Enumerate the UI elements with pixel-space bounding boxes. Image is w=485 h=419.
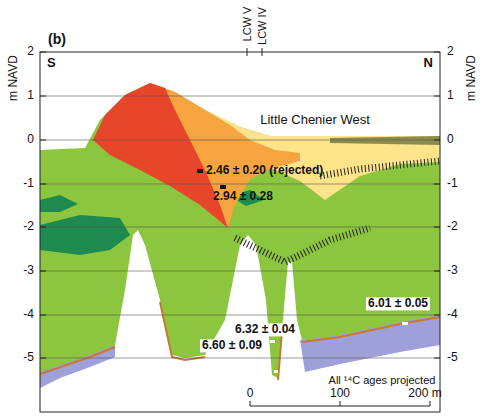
axis-tick-label: 0 <box>447 133 454 146</box>
scale-bar <box>250 401 430 406</box>
marsh-unit <box>40 83 440 378</box>
contact-line <box>40 302 440 380</box>
radiocarbon-age: 6.01 ± 0.05 <box>366 297 430 310</box>
panel-label: (b) <box>48 32 66 47</box>
axis-tick-label: -1 <box>23 177 34 190</box>
radiocarbon-age: 2.46 ± 0.20 (rejected) <box>206 164 323 177</box>
axis-tick-label: -5 <box>447 351 458 364</box>
radiocarbon-age: 6.60 ± 0.09 <box>200 339 264 352</box>
axis-tick-label: 1 <box>27 89 34 102</box>
sample-marker <box>274 370 278 373</box>
direction-label: N <box>424 56 433 70</box>
axis-tick-label: -1 <box>447 177 458 190</box>
sample-marker <box>270 340 275 343</box>
radiocarbon-age: 6.32 ± 0.04 <box>233 323 297 336</box>
site-name: Little Chenier West <box>260 113 370 127</box>
sample-marker <box>220 185 226 189</box>
axis-tick-label: 1 <box>447 89 454 102</box>
sample-marker <box>402 322 408 325</box>
axis-tick-label: -5 <box>23 351 34 364</box>
radiocarbon-age: 2.94 ± 0.28 <box>213 190 273 203</box>
axis-tick-label: -2 <box>447 220 458 233</box>
core-label: LCW V <box>241 7 253 42</box>
axis-tick-label: 2 <box>447 45 454 58</box>
scale-label: 0 <box>247 387 254 400</box>
axis-title: m NAVD <box>7 55 20 101</box>
axis-tick-label: 2 <box>27 45 34 58</box>
hatched-horizon <box>320 161 440 176</box>
sample-marker <box>197 169 203 173</box>
axis-tick-label: -2 <box>23 220 34 233</box>
lens <box>40 195 78 212</box>
axis-tick-label: -3 <box>23 264 34 277</box>
soil-layer <box>330 136 440 145</box>
axis-tick-label: -4 <box>23 308 34 321</box>
axis-tick-label: -4 <box>447 308 458 321</box>
scale-label: 200 m <box>408 387 441 400</box>
note: All ¹⁴C ages projected <box>327 374 438 386</box>
plot-frame <box>40 52 440 412</box>
axis-tick <box>40 48 440 358</box>
core-label: LCW IV <box>256 7 268 45</box>
direction-label: S <box>47 56 56 70</box>
axis-tick-label: 0 <box>27 133 34 146</box>
axis-title: m NAVD <box>465 55 478 101</box>
axis-tick-label: -3 <box>447 264 458 277</box>
lens <box>40 215 130 255</box>
grid-line <box>40 96 440 358</box>
hatched-horizon <box>235 228 370 262</box>
scale-label: 100 <box>330 387 350 400</box>
ridge-core <box>93 83 228 228</box>
